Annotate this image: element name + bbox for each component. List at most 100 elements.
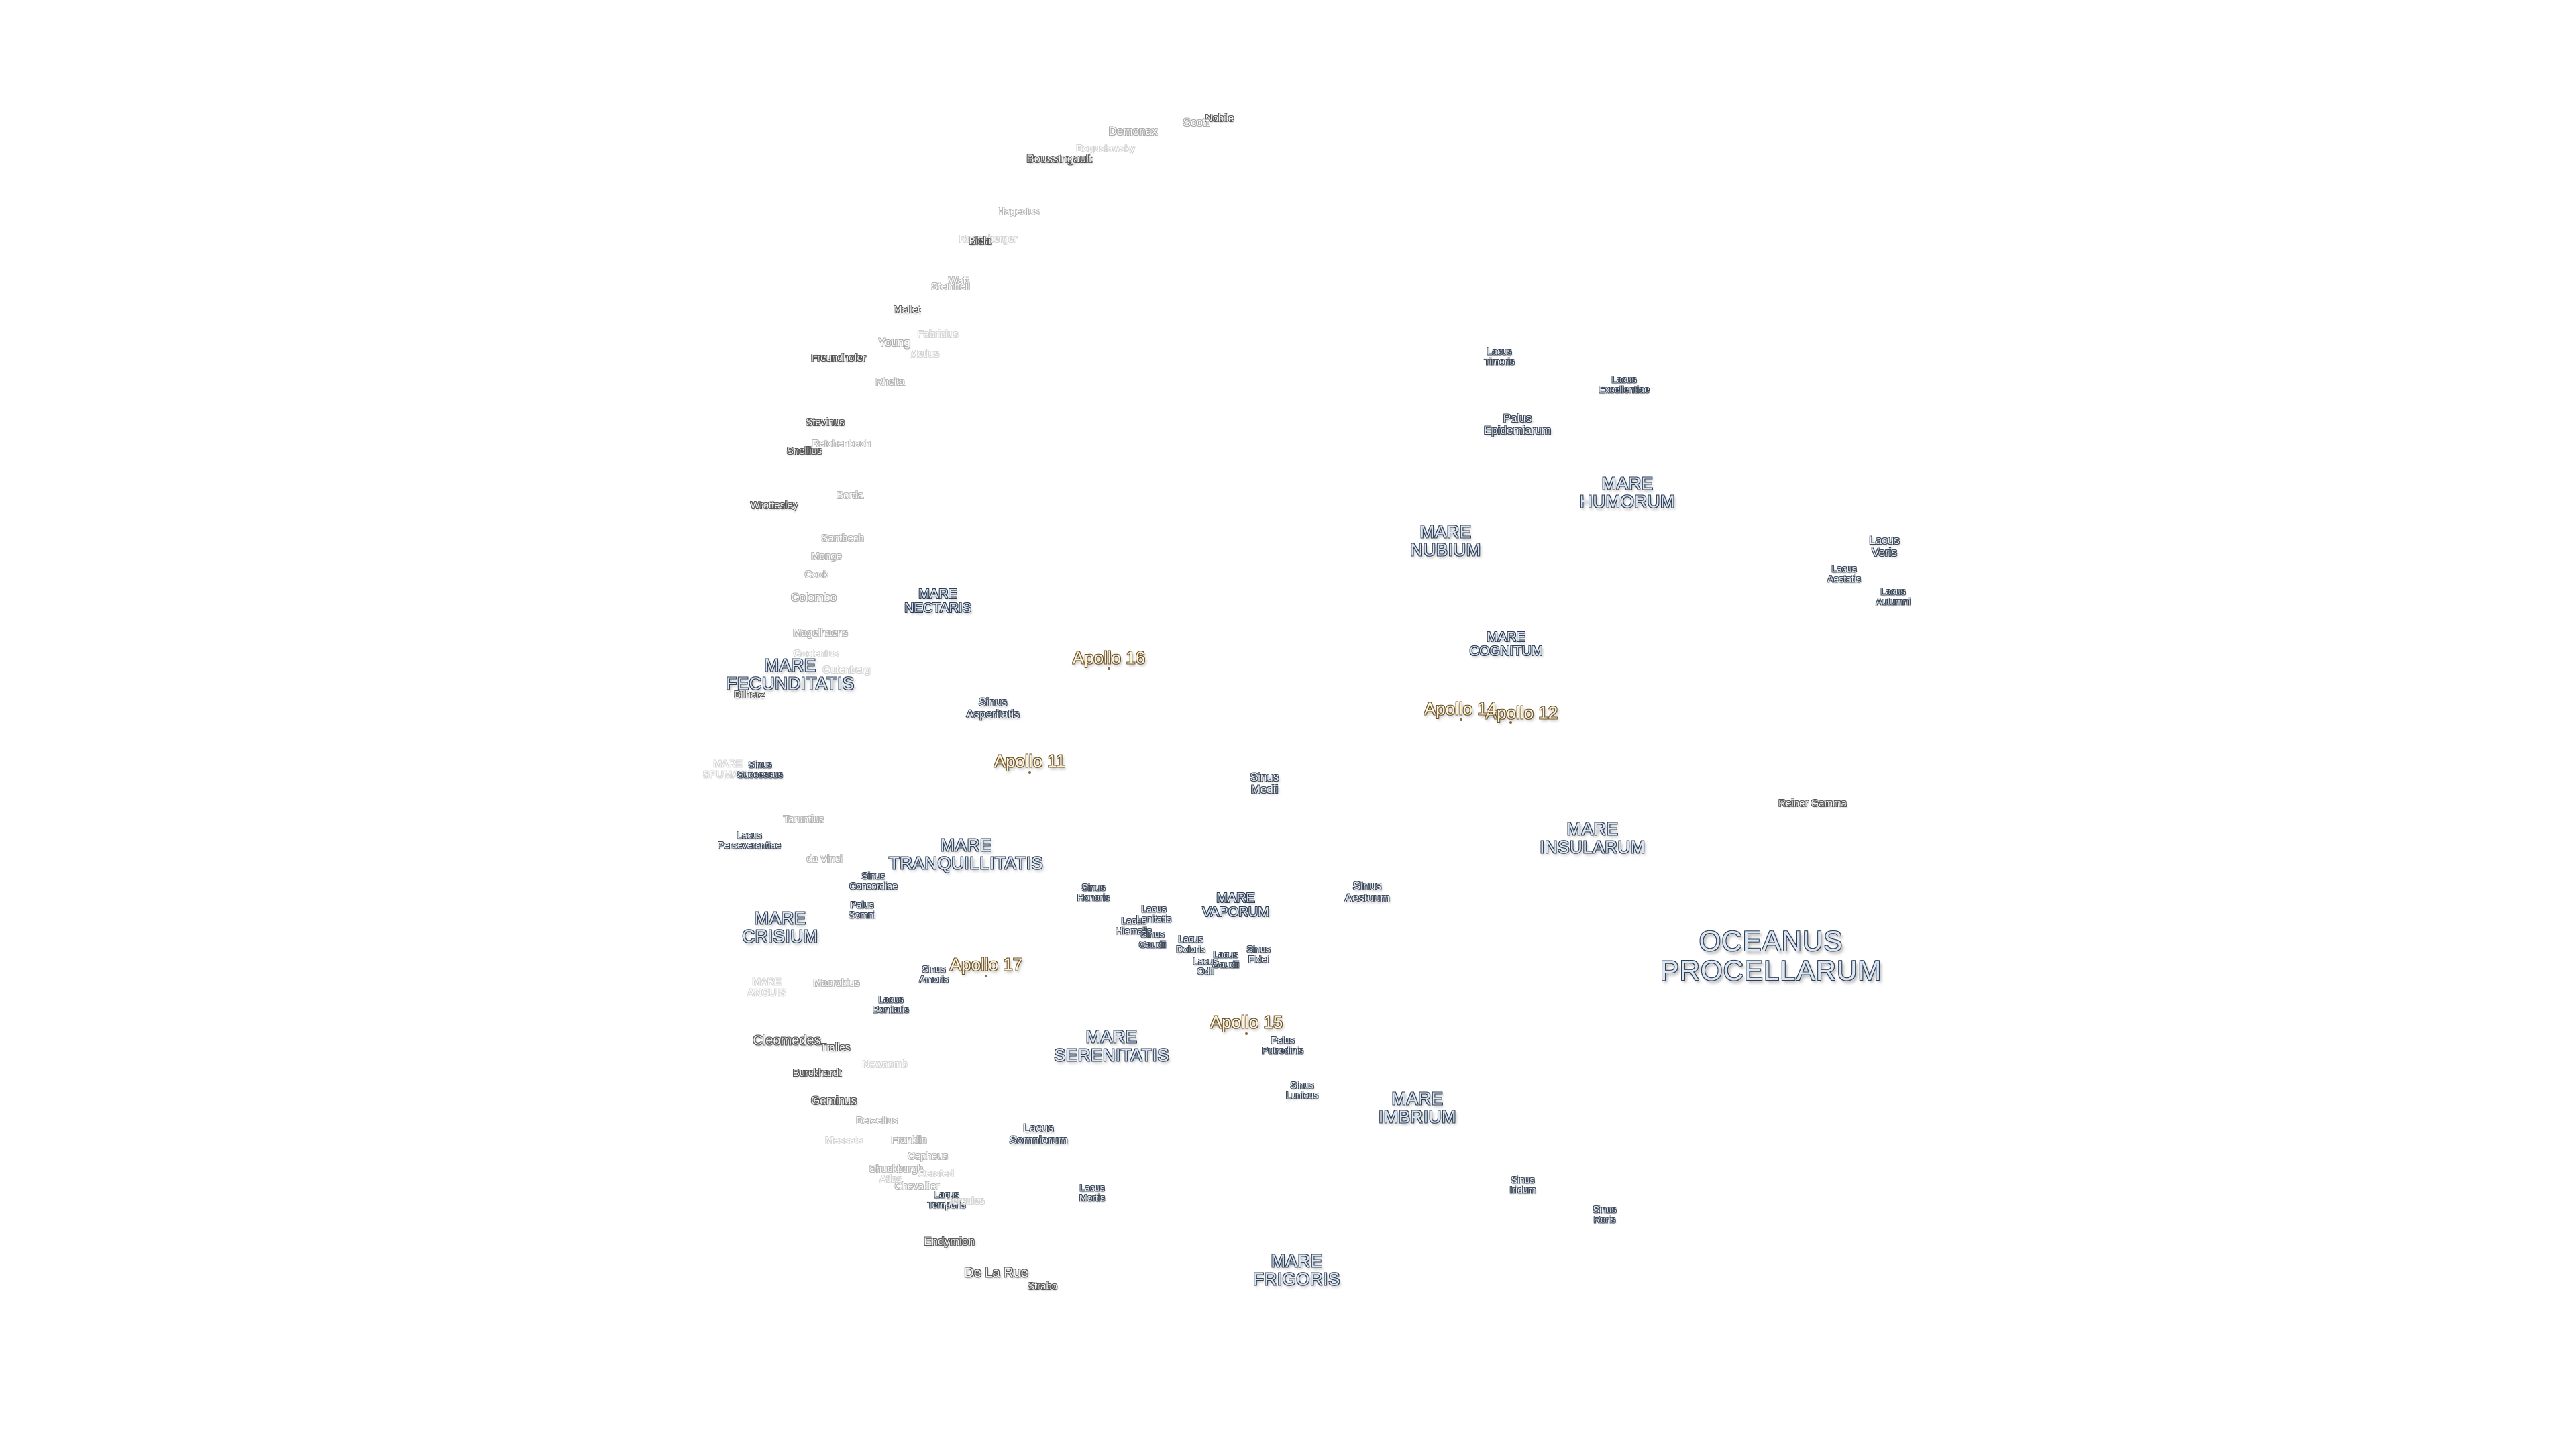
crater-label-colombo: Colombo: [790, 591, 837, 604]
feature-label-palus-epidemiarum: Palus Epidemiarum: [1483, 412, 1552, 437]
ocean-label-oceanus-procellarum: OCEANUS PROCELLARUM: [1660, 924, 1882, 986]
crater-label-freundhofer: Freundhofer: [811, 352, 866, 364]
feature-label-sinus-aestuum: Sinus Aestuum: [1344, 879, 1390, 904]
apollo-14-site-marker: [1460, 718, 1462, 721]
feature-label-lacus-somniorum: Lacus Somniorum: [1009, 1122, 1068, 1146]
apollo-17-site-marker: [985, 975, 987, 977]
mare-label-tranquillitatis: MARE TRANQUILLITATIS: [888, 835, 1044, 873]
feature-label-sinus-successus: Sinus Successus: [737, 759, 783, 780]
feature-label-palus-somni: Palus Somni: [849, 899, 875, 920]
apollo-15-site-marker: [1245, 1032, 1248, 1035]
crater-label-steinheil: Steinheil: [931, 281, 970, 293]
crater-label-reiner-gamma: Reiner Gamma: [1778, 798, 1847, 810]
apollo-label-12: Apollo 12: [1485, 702, 1558, 723]
crater-label-boguslawsky: Boguslawsky: [1076, 143, 1135, 155]
crater-label-geminus: Geminus: [810, 1094, 857, 1108]
crater-label-boussingault: Boussingault: [1026, 152, 1092, 166]
feature-label-sinus-medii: Sinus Medii: [1250, 771, 1279, 796]
feature-label-sinus-roris: Sinus Roris: [1593, 1203, 1617, 1224]
crater-label-messala: Messala: [825, 1135, 863, 1147]
crater-label-franklin: Franklin: [891, 1134, 927, 1146]
crater-label-atlas: Atlas: [879, 1173, 902, 1185]
crater-label-burckhardt: Burckhardt: [792, 1067, 842, 1079]
mare-label-vaporum: MARE VAPORUM: [1202, 891, 1269, 920]
mare-label-imbrium: MARE IMBRIUM: [1378, 1088, 1457, 1127]
mare-label-nubium: MARE NUBIUM: [1410, 521, 1481, 560]
crater-label-cepheus: Cepheus: [907, 1150, 949, 1163]
feature-label-sinus-amoris: Sinus Amoris: [919, 963, 949, 984]
feature-label-lacus-lenitatis: Lacus Lenitatis: [1136, 903, 1172, 924]
apollo-label-14: Apollo 14: [1424, 698, 1497, 719]
feature-label-lacus-doloris: Lacus Doloris: [1176, 933, 1205, 954]
mare-label-humorum: MARE HUMORUM: [1579, 473, 1676, 512]
crater-label-hagecius: Hagecius: [997, 206, 1040, 218]
crater-label-stevinus: Stevinus: [806, 417, 845, 429]
crater-label-snellius: Snellius: [786, 445, 822, 458]
crater-label-rosenberger: Rosenberger: [959, 233, 1018, 246]
crater-label-berzelius: Berzelius: [856, 1115, 898, 1127]
feature-label-sinus-concordiae: Sinus Concordiae: [849, 870, 898, 891]
crater-label-bilharz: Bilharz: [734, 689, 765, 701]
crater-label-endymion: Endymion: [924, 1235, 975, 1248]
feature-label-lacus-autumni: Lacus Autumni: [1876, 586, 1911, 606]
apollo-label-17: Apollo 17: [949, 954, 1023, 975]
crater-label-santbech: Santbech: [821, 533, 864, 545]
mare-label-insularum: MARE INSULARUM: [1540, 818, 1646, 857]
crater-label-borda: Borda: [836, 490, 864, 502]
crater-label-shuckburgh: Shuckburgh: [869, 1163, 924, 1175]
feature-label-sinus-lunicus: Sinus Lunicus: [1285, 1079, 1319, 1100]
apollo-11-site-marker: [1028, 771, 1031, 774]
feature-label-sinus-iridum: Sinus Iridum: [1509, 1174, 1536, 1195]
apollo-label-11: Apollo 11: [994, 751, 1066, 771]
apollo-12-site-marker: [1509, 721, 1512, 724]
feature-label-lacus-bonitatis: Lacus Bonitatis: [873, 994, 909, 1014]
mare-label-frigoris: MARE FRIGORIS: [1253, 1250, 1340, 1289]
feature-label-sinus-fidei: Sinus Fidei: [1246, 943, 1271, 964]
apollo-label-15: Apollo 15: [1210, 1012, 1283, 1032]
crater-label-mallet: Mallet: [893, 304, 921, 316]
crater-label-hercules: Hercules: [945, 1195, 985, 1208]
feature-label-lacus-excellentiae: Lacus Excellentiae: [1599, 374, 1650, 394]
crater-label-magelhaens: Magelhaens: [793, 627, 848, 639]
mare-label-fecunditatis: MARE FECUNDITATIS: [726, 655, 855, 694]
feature-label-sinus-gaudii: Sinus Gaudii: [1138, 928, 1167, 949]
crater-label-metius: Metius: [909, 348, 940, 360]
crater-label-gutenberg: Gutenberg: [822, 664, 871, 676]
crater-label-scott: Scott: [1183, 116, 1210, 129]
mare-label-serenitatis: MARE SERENITATIS: [1053, 1026, 1170, 1065]
crater-label-watt: Watt: [948, 275, 969, 287]
mare-label-cognitum: MARE COGNITUM: [1469, 630, 1543, 659]
crater-label-tralles: Tralles: [820, 1042, 851, 1054]
crater-label-taruntius: Taruntius: [783, 814, 824, 826]
mare-label-crisium: MARE CRISIUM: [742, 908, 818, 947]
feature-label-lacus-odii: Lacus Odii: [1193, 955, 1218, 976]
crater-label-oersted: Oersted: [918, 1168, 954, 1180]
feature-label-lacus-veris: Lacus Veris: [1869, 534, 1900, 559]
crater-label-monge: Monge: [811, 551, 842, 563]
crater-label-young: Young: [878, 336, 910, 350]
crater-label-reichenbach: Reichenbach: [812, 438, 871, 450]
crater-label-goclenius: Goclenius: [793, 648, 839, 660]
crater-label-da-vinci: da Vinci: [806, 853, 843, 865]
feature-label-sinus-asperitatis: Sinus Asperitatis: [966, 696, 1020, 720]
crater-label-biela: Biela: [969, 235, 991, 248]
crater-label-chevallier: Chevallier: [894, 1181, 940, 1193]
feature-label-lacus-timoris: Lacus Timoris: [1484, 345, 1515, 366]
crater-label-cleomedes: Cleomedes: [753, 1033, 821, 1049]
mare-label-anguis: MARE ANGUIS: [747, 976, 786, 998]
feature-label-lacus-mortis: Lacus Mortis: [1079, 1182, 1106, 1203]
crater-label-demonax: Demonax: [1108, 125, 1158, 138]
crater-label-cook: Cook: [804, 569, 828, 581]
feature-label-palus-putredinis: Palus Putredinis: [1261, 1034, 1304, 1055]
crater-label-fabricius: Fabricius: [917, 329, 959, 341]
feature-label-sinus-honoris: Sinus Honoris: [1077, 881, 1110, 902]
crater-label-rheita: Rheita: [875, 376, 905, 388]
crater-label-de-la-rue: De La Rue: [964, 1265, 1028, 1281]
feature-label-lacus-hiemalis: Lacus Hiemalis: [1116, 915, 1152, 936]
feature-label-lacus-perseverantiae: Lacus Perseverantiae: [717, 829, 782, 850]
crater-label-nobile: Nobile: [1205, 113, 1234, 125]
mare-label-spumans: MARE SPUMANS: [702, 758, 753, 780]
feature-label-lacus-gaudii: Lacus Gaudii: [1212, 949, 1240, 969]
crater-label-wrottesley: Wrottesley: [750, 500, 798, 512]
crater-label-macrobius: Macrobius: [813, 977, 860, 989]
